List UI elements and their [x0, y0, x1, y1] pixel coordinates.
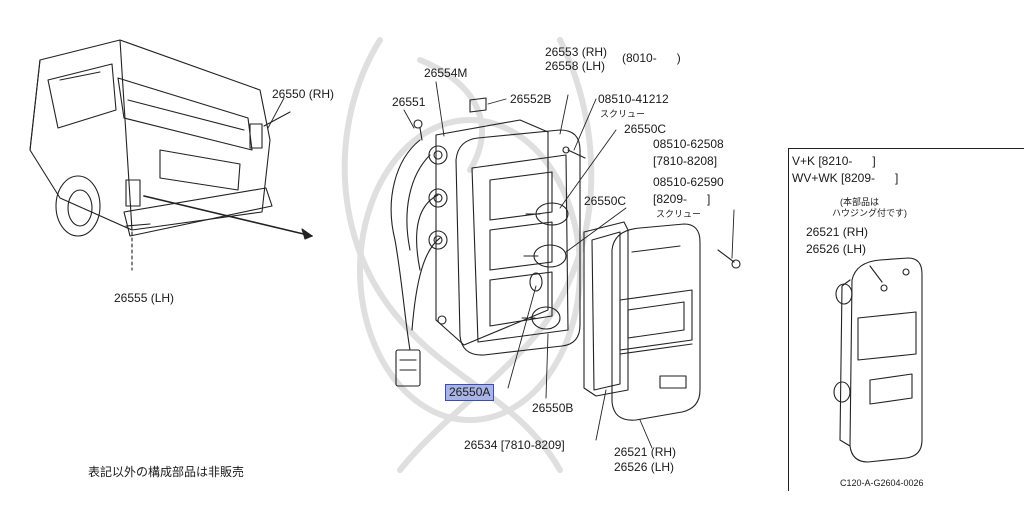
- label-26550a[interactable]: 26550A: [445, 384, 495, 401]
- wiring-harness: [390, 119, 441, 387]
- inset-applicability-2: WV+WK [8209- ]: [792, 171, 899, 185]
- footnote-text: 表記以外の構成部品は非販売: [88, 465, 245, 479]
- label-08510-62590: 08510-62590: [653, 175, 724, 189]
- label-26550c-lower: 26550C: [584, 194, 627, 208]
- screw-upper: [567, 149, 586, 159]
- label-26526-lh: 26526 (LH): [614, 460, 675, 474]
- inset-panel: [788, 148, 1024, 491]
- diagram-code: C120-A-G2604-0026: [840, 478, 924, 488]
- inset-label-26521-rh: 26521 (RH): [806, 225, 869, 239]
- pointer-arrow-head: [301, 228, 313, 240]
- label-26553-rh: 26553 (RH): [545, 45, 608, 59]
- label-26558-lh: 26558 (LH): [545, 59, 606, 73]
- seal-26534: [583, 221, 629, 397]
- label-26550c-upper: 26550C: [624, 122, 667, 136]
- label-26550b: 26550B: [532, 401, 574, 415]
- label-26551: 26551: [392, 95, 426, 109]
- gasket-frame: [455, 129, 581, 356]
- label-screw-2: スクリュー: [656, 209, 702, 219]
- label-26552b: 26552B: [510, 92, 552, 106]
- inset-note-line2: ハウジング付です): [832, 208, 907, 218]
- label-26534: 26534 [7810-8209]: [464, 438, 565, 452]
- lens-assembly: [611, 223, 701, 421]
- label-26550-rh: 26550 (RH): [272, 87, 335, 101]
- label-08510-41212: 08510-41212: [598, 92, 669, 106]
- bulbs: [521, 202, 569, 330]
- label-8010: (8010- ): [622, 51, 681, 65]
- inset-label-26526-lh: 26526 (LH): [806, 242, 867, 256]
- label-08510-62508: 08510-62508: [653, 137, 724, 151]
- inset-lamp-illustration: [833, 257, 923, 463]
- inset-note-line1: (本部品は: [840, 197, 879, 207]
- label-8209: [8209- ]: [653, 192, 711, 206]
- pointer-arrow-line: [143, 195, 313, 237]
- label-26521-rh: 26521 (RH): [614, 445, 677, 459]
- label-7810-8208: [7810-8208]: [653, 154, 718, 168]
- label-screw-1: スクリュー: [600, 109, 646, 119]
- inset-applicability-1: V+K [8210- ]: [792, 154, 876, 168]
- screw-lower: [717, 249, 735, 263]
- label-26554m: 26554M: [424, 66, 468, 80]
- watermark-emblem: [341, 37, 595, 473]
- label-26555-lh: 26555 (LH): [114, 291, 175, 305]
- leader-lines: [267, 81, 735, 449]
- lamp-housing: [428, 97, 549, 346]
- van-illustration: [29, 39, 291, 271]
